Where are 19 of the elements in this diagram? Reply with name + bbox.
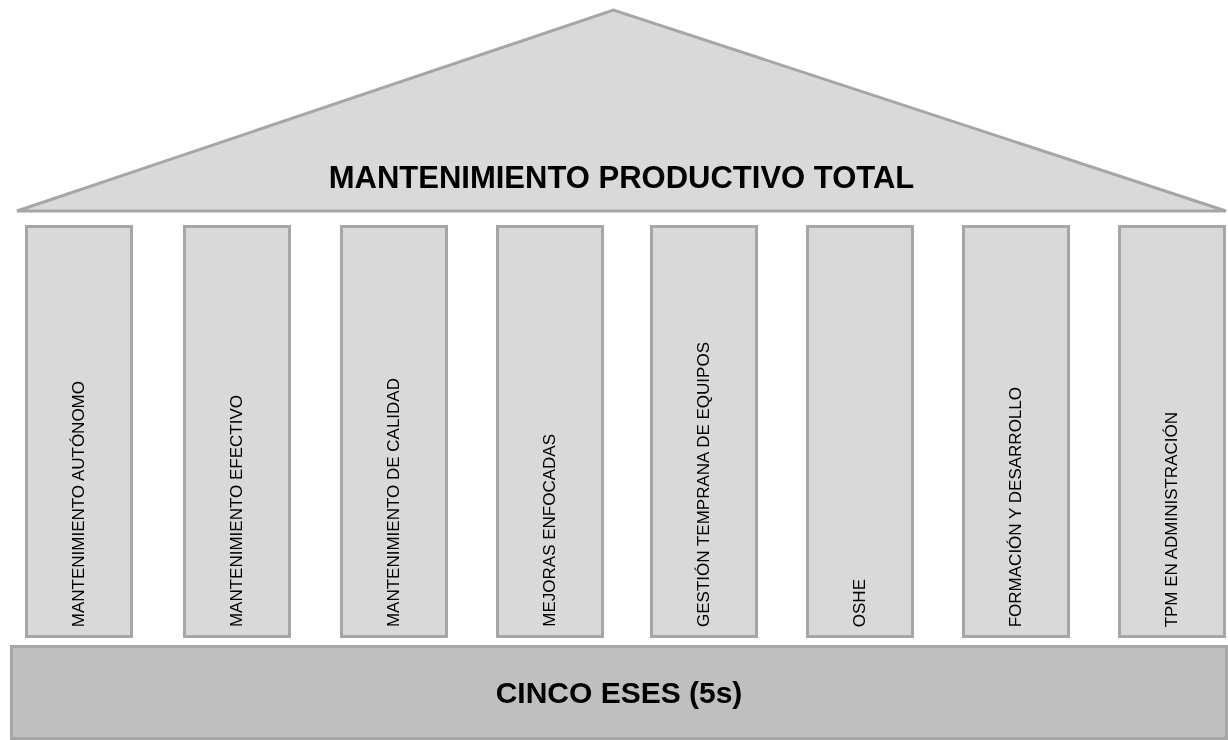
pillar bbox=[806, 225, 914, 638]
pillar bbox=[183, 225, 291, 638]
pillar bbox=[340, 225, 448, 638]
pillar-label: TPM EN ADMINISTRACIÓN bbox=[1162, 411, 1182, 627]
pillar bbox=[1118, 225, 1226, 638]
foundation-block bbox=[10, 645, 1228, 740]
pillar-label: GESTIÓN TEMPRANA DE EQUIPOS bbox=[694, 342, 714, 627]
foundation-label: CINCO ESES (5s) bbox=[495, 675, 743, 710]
pillar-label: FORMACIÓN Y DESARROLLO bbox=[1006, 386, 1026, 627]
pillar bbox=[962, 225, 1070, 638]
pillar bbox=[496, 225, 604, 638]
pillar bbox=[25, 225, 133, 638]
pillar-label: MEJORAS ENFOCADAS bbox=[540, 434, 560, 627]
pillar-label: MANTENIMIENTO AUTÓNOMO bbox=[69, 380, 89, 627]
pillar-label: MANTENIMIENTO DE CALIDAD bbox=[384, 377, 404, 627]
pillar bbox=[650, 225, 758, 638]
roof-title: MANTENIMIENTO PRODUCTIVO TOTAL bbox=[328, 160, 915, 196]
pillar-label: OSHE bbox=[850, 578, 870, 627]
pillar-label: MANTENIMIENTO EFECTIVO bbox=[227, 394, 247, 627]
